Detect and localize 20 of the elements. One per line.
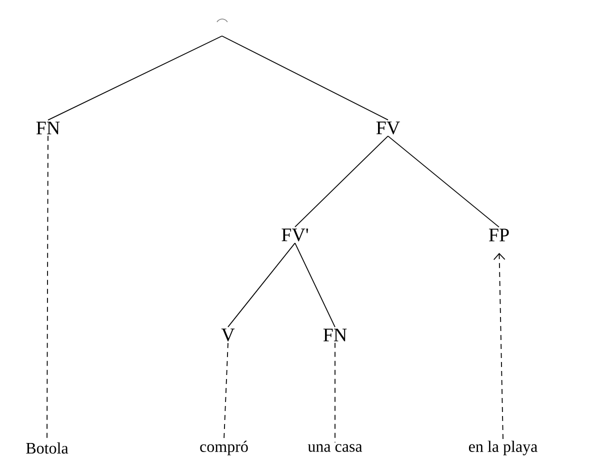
branch-line [228, 242, 296, 328]
category-label: V [221, 328, 235, 342]
dashed-line [224, 342, 228, 440]
branch-line [48, 36, 222, 121]
word-label: Botola [26, 442, 68, 454]
category-label: FV [376, 122, 400, 134]
category-label: FN [323, 328, 347, 342]
branch-line [388, 136, 500, 228]
branch-line [294, 242, 336, 328]
category-label: FV' [282, 228, 308, 242]
root-mark [216, 18, 228, 22]
branch-line [222, 36, 388, 120]
dashed-line [334, 342, 336, 443]
branch-line [294, 136, 388, 228]
word-label: compró [200, 440, 248, 456]
word-label: una casa [308, 444, 362, 452]
category-label: FN [36, 122, 60, 134]
dashed-arrow [493, 252, 506, 440]
category-label: FP [488, 228, 509, 242]
word-label: en la playa [468, 440, 538, 456]
